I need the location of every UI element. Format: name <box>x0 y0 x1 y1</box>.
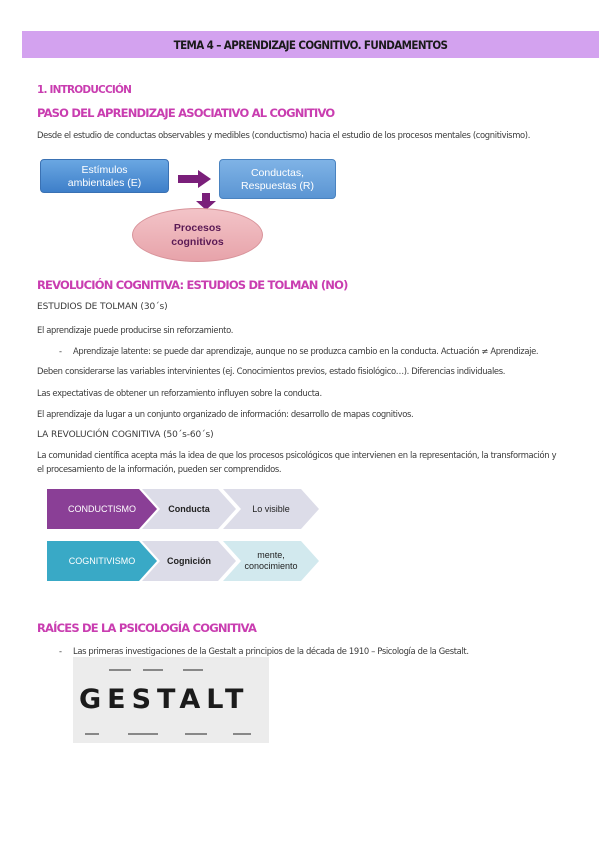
revolution-paragraph: La comunidad científica acepta más la id… <box>37 450 557 474</box>
gestalt-caption-mark <box>128 733 158 735</box>
chevron-lo-visible-label: Lo visible <box>252 504 290 514</box>
bullet-dash-2: - <box>59 646 62 656</box>
subheading-paso-aprendizaje: PASO DEL APRENDIZAJE ASOCIATIVO AL COGNI… <box>37 106 335 120</box>
diagram-ellipse-label: Procesos cognitivos <box>171 222 224 248</box>
tolman-line-reinforcement: El aprendizaje puede producirse sin refo… <box>37 325 234 335</box>
chevron-lo-visible: Lo visible <box>223 489 319 529</box>
arrow-right-icon <box>178 170 211 188</box>
chevron-conductismo: CONDUCTISMO <box>47 489 157 529</box>
tolman-title: ESTUDIOS DE TOLMAN (30´s) <box>37 302 168 312</box>
chevron-cognicion-label: Cognición <box>167 556 211 566</box>
chevron-mente: mente, conocimiento <box>223 541 319 581</box>
bullet-latent-learning: Aprendizaje latente: se puede dar aprend… <box>73 346 539 356</box>
diagram-box-responses: Conductas, Respuestas (R) <box>219 159 336 199</box>
gestalt-caption-mark <box>109 669 131 671</box>
tolman-line-expectations: Las expectativas de obtener un reforzami… <box>37 388 322 398</box>
diagram-box-responses-label: Conductas, Respuestas (R) <box>241 167 314 192</box>
tolman-line-maps: El aprendizaje da lugar a un conjunto or… <box>37 409 414 419</box>
gestalt-caption-mark <box>183 669 203 671</box>
revolution-title: LA REVOLUCIÓN COGNITIVA (50´s-60´s) <box>37 430 214 440</box>
diagram-ellipse-processes: Procesos cognitivos <box>132 208 263 262</box>
intro-text: Desde el estudio de conductas observable… <box>37 130 531 140</box>
gestalt-caption-mark <box>143 669 163 671</box>
diagram-box-stimuli: Estímulos ambientales (E) <box>40 159 169 193</box>
section-heading-raices: RAÍCES DE LA PSICOLOGÍA COGNITIVA <box>37 621 257 635</box>
section-heading-introduccion: 1. INTRODUCCIÓN <box>37 84 132 96</box>
gestalt-caption-mark <box>185 733 207 735</box>
chevron-cognitivismo-label: COGNITIVISMO <box>68 556 136 566</box>
gestalt-caption-mark <box>233 733 251 735</box>
chevron-conductismo-label: CONDUCTISMO <box>68 504 136 514</box>
chevron-cognitivismo: COGNITIVISMO <box>47 541 157 581</box>
gestalt-caption-mark <box>85 733 99 735</box>
arrow-down-icon <box>196 193 216 210</box>
diagram-box-stimuli-label: Estímulos ambientales (E) <box>67 164 142 189</box>
bullet-gestalt: Las primeras investigaciones de la Gesta… <box>73 646 469 656</box>
section-heading-revolucion: REVOLUCIÓN COGNITIVA: ESTUDIOS DE TOLMAN… <box>37 278 348 292</box>
bullet-dash: - <box>59 346 62 356</box>
chevron-mente-label: mente, conocimiento <box>244 550 298 571</box>
gestalt-illustration: GESTALT <box>73 657 269 743</box>
gestalt-word: GESTALT <box>79 684 250 715</box>
chevron-conducta-label: Conducta <box>168 504 210 514</box>
page-title: TEMA 4 – APRENDIZAJE COGNITIVO. FUNDAMEN… <box>173 38 448 52</box>
title-banner: TEMA 4 – APRENDIZAJE COGNITIVO. FUNDAMEN… <box>22 31 599 58</box>
tolman-line-variables: Deben considerarse las variables intervi… <box>37 366 506 376</box>
